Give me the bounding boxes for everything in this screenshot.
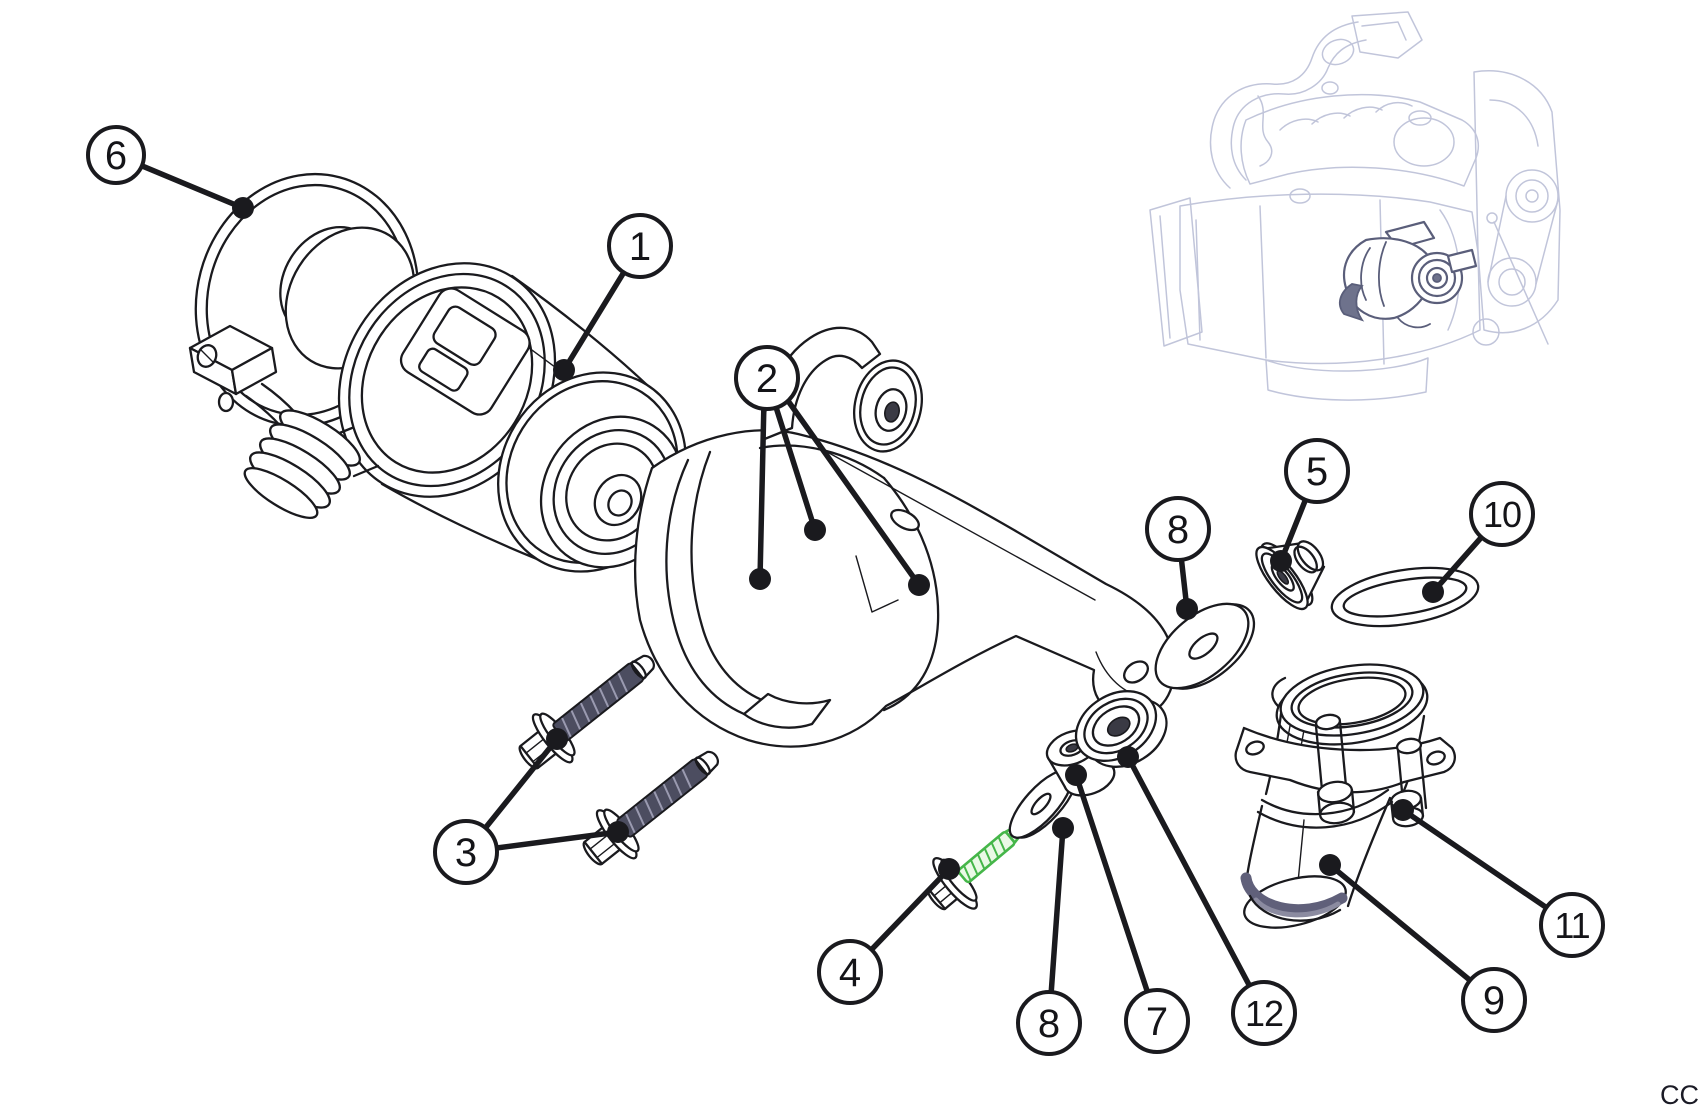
svg-text:3: 3 [455,831,477,875]
callout-10[interactable]: 10 [1422,481,1535,603]
engine-location-thumbnail [1149,11,1561,401]
svg-text:2: 2 [756,357,778,401]
washer-upper [1154,602,1256,690]
callout-6[interactable]: 6 [86,125,254,219]
rubber-grommet [1074,690,1168,768]
callout-11[interactable]: 11 [1392,799,1605,958]
mounting-bracket [633,326,1176,748]
svg-text:12: 12 [1245,993,1283,1034]
o-ring-seal [1330,566,1480,628]
svg-text:1: 1 [629,225,651,269]
outlet-housing [1234,663,1456,929]
svg-text:7: 7 [1146,1000,1168,1044]
svg-text:6: 6 [105,134,127,178]
pump-location-highlight [1338,220,1478,329]
callout-8-upper[interactable]: 8 [1145,496,1211,620]
svg-text:8: 8 [1038,1002,1060,1046]
stud-bolt-a [518,654,655,770]
callout-8-lower[interactable]: 8 [1016,817,1082,1056]
callout-2[interactable]: 2 [734,345,930,596]
watermark-text: CC [1660,1080,1699,1110]
svg-text:8: 8 [1167,508,1189,552]
callout-12[interactable]: 12 [1117,746,1297,1046]
parts-artwork [188,172,1480,929]
svg-text:5: 5 [1306,450,1328,494]
callout-3[interactable]: 3 [433,728,629,885]
grommet-bushing [1255,540,1326,611]
callout-7[interactable]: 7 [1065,764,1190,1054]
svg-text:4: 4 [839,951,861,995]
svg-text:11: 11 [1554,905,1589,946]
svg-text:9: 9 [1483,979,1505,1023]
pump-connector [399,287,531,416]
callout-5[interactable]: 5 [1270,438,1350,572]
callout-1[interactable]: 1 [553,213,673,381]
svg-text:10: 10 [1483,494,1521,535]
stud-bolt-b [582,750,719,866]
callout-4[interactable]: 4 [817,858,960,1005]
callout-9[interactable]: 9 [1319,854,1527,1033]
callouts: 1 2 3 4 5 6 [86,125,1605,1056]
